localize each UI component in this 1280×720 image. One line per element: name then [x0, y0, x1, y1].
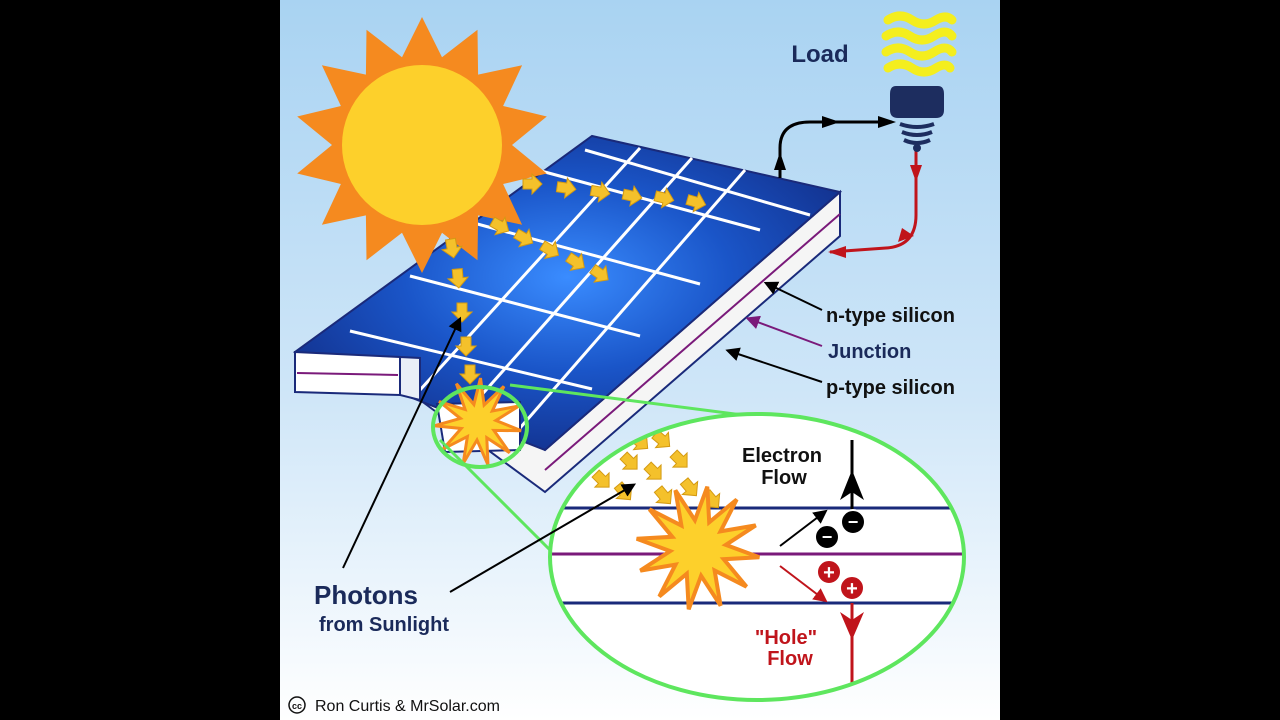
- sun-core: [342, 65, 502, 225]
- creative-commons-symbol: cc: [292, 701, 302, 711]
- bulb-base-housing: [890, 86, 944, 118]
- electron-flow-label-line2: Flow: [761, 467, 807, 489]
- photons-pointer-panel: [342, 316, 462, 569]
- hole-2-symbol: +: [846, 578, 858, 600]
- hole-flow-arrowhead: [840, 612, 864, 640]
- electron-2: −: [814, 524, 840, 550]
- creative-commons-icon: [288, 696, 306, 714]
- large-photon-burst: [636, 486, 760, 610]
- hole-1-symbol: +: [823, 562, 835, 584]
- photons-pointer-magnified: [449, 483, 637, 593]
- credit-line: cc Ron Curtis & MrSolar.com: [288, 696, 500, 715]
- hole-1: +: [816, 559, 842, 585]
- circuit-wire-to-load: [778, 120, 892, 178]
- load-light-bulb: [881, 11, 957, 152]
- right-frame-bar: [1000, 0, 1280, 720]
- left-frame-bar: [0, 0, 280, 720]
- n-type-pointer: [763, 281, 823, 311]
- hole-2: +: [839, 575, 865, 601]
- magnifier-border: [548, 412, 966, 702]
- circuit: [774, 116, 922, 258]
- load-label: Load: [791, 41, 848, 68]
- magnified-view: − − + + Electron Flow "Hole" Flow: [548, 412, 966, 702]
- magnifier-small-circle: [431, 385, 529, 469]
- circuit-wire-from-load: [829, 148, 918, 254]
- electron-1: −: [840, 509, 866, 535]
- credit-text: Ron Curtis & MrSolar.com: [315, 698, 500, 715]
- p-type-label: p-type silicon: [826, 377, 955, 399]
- electron-release-arrow: [779, 509, 828, 547]
- electron-flow-arrowhead: [840, 470, 864, 500]
- photons-label-line2: from Sunlight: [319, 614, 449, 636]
- n-type-label: n-type silicon: [826, 305, 955, 327]
- panel-junction-line: [544, 213, 841, 471]
- bulb-coils: [881, 11, 957, 77]
- junction-pointer: [745, 315, 823, 347]
- electron-flow-label-line1: Electron: [742, 445, 822, 467]
- hole-flow-label-line2: Flow: [767, 648, 813, 670]
- sun: [297, 17, 547, 273]
- hole-release-arrow: [779, 565, 828, 603]
- hole-flow-label-line1: "Hole": [755, 627, 817, 649]
- small-photon-burst: [433, 377, 522, 466]
- electron-1-symbol: −: [848, 512, 859, 532]
- photons-label-line1: Photons: [314, 580, 418, 610]
- bulb-screw-threads: [899, 122, 935, 145]
- junction-label: Junction: [828, 341, 911, 363]
- p-type-pointer: [725, 347, 823, 383]
- electron-2-symbol: −: [822, 527, 833, 547]
